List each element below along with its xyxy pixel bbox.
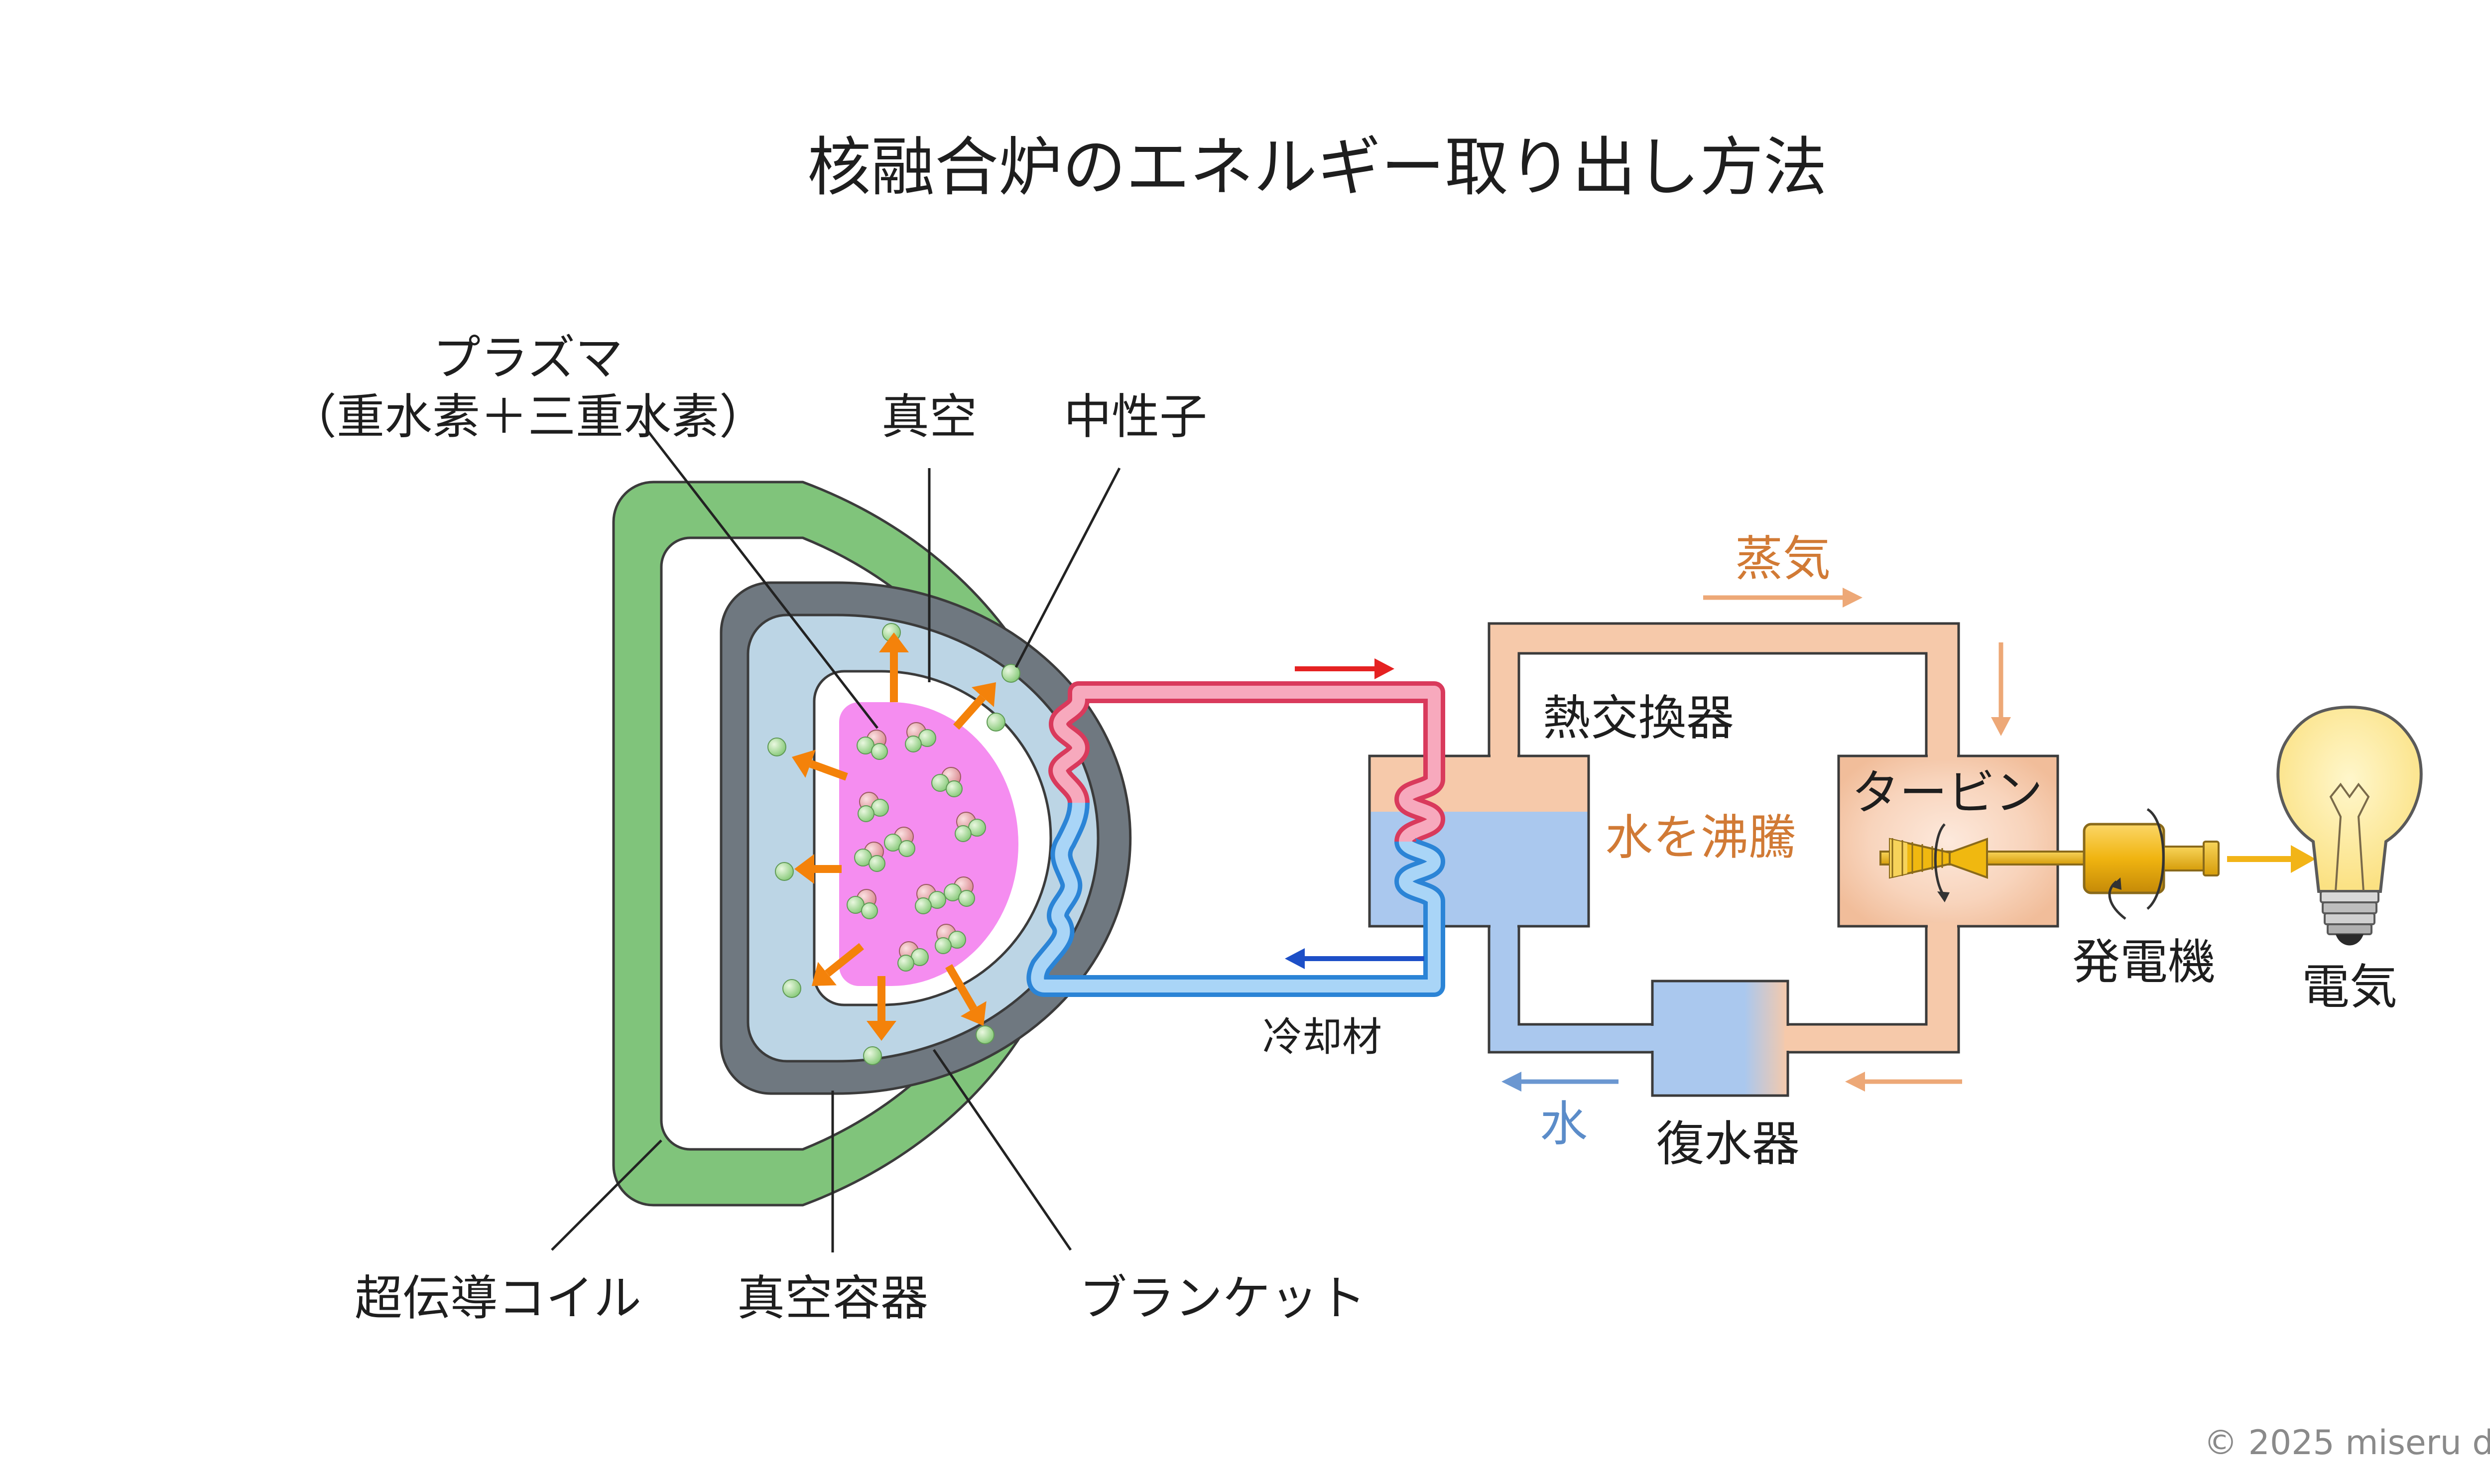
neutron — [976, 1025, 995, 1044]
leader-lines — [551, 420, 1121, 1252]
coolant-flow-arrow-left — [1285, 948, 1424, 969]
nucleus-pair — [858, 792, 889, 822]
neutron — [782, 979, 801, 998]
steam-down-arrow — [1991, 642, 2011, 736]
plasma — [839, 702, 1018, 986]
copyright: © 2025 miseru design — [2204, 1423, 2490, 1463]
plasma-nuclei — [847, 722, 986, 972]
neutron-arrow — [825, 943, 864, 977]
label-heat-exchanger: 熱交換器 — [1543, 690, 1734, 746]
neutron-arrows — [792, 632, 996, 1041]
nucleus-pair — [955, 812, 986, 842]
nucleus-pair — [915, 884, 946, 914]
nucleus-pair — [897, 941, 929, 972]
coolant-flow-arrow-right — [1295, 658, 1394, 679]
steam-flow-arrow — [1703, 588, 1863, 608]
neutron-particles — [767, 623, 1020, 1065]
neutron — [863, 1046, 882, 1065]
neutron — [1001, 664, 1020, 683]
label-steam: 蒸気 — [1735, 531, 1831, 587]
label-coil: 超伝導コイル — [355, 1270, 641, 1326]
label-turbine: タービン — [1852, 765, 2043, 821]
label-plasma-line1: プラズマ — [433, 330, 623, 386]
label-electricity: 電気 — [2302, 959, 2397, 1015]
generator-icon — [2083, 808, 2220, 920]
water-flow-arrow — [1501, 1072, 1618, 1092]
label-blanket: ブランケット — [1079, 1270, 1366, 1326]
label-generator: 発電機 — [2072, 934, 2216, 990]
nucleus-pair — [905, 722, 936, 752]
condensate-arrow — [1845, 1072, 1962, 1092]
return-pipe-water — [1488, 925, 1654, 1054]
neutron — [987, 713, 1005, 732]
reactor — [612, 481, 1132, 1207]
neutron-arrow — [953, 694, 986, 730]
label-water: 水 — [1540, 1096, 1588, 1152]
light-bulb-icon — [2276, 705, 2423, 946]
nucleus-pair — [884, 827, 915, 857]
condenser — [1651, 980, 1789, 1097]
nucleus-pair — [944, 876, 975, 907]
neutron-arrow — [809, 760, 848, 781]
turbine-housing — [1837, 754, 2059, 928]
label-vessel: 真空容器 — [737, 1270, 928, 1326]
neutron-arrow — [945, 964, 977, 1011]
label-neutron: 中性子 — [1064, 389, 1207, 445]
page-title: 核融合炉のエネルギー取り出し方法 — [807, 130, 1827, 205]
neutron — [775, 862, 794, 881]
electricity-arrow — [2227, 845, 2316, 873]
nucleus-pair — [935, 924, 966, 954]
nucleus-pair — [854, 842, 885, 872]
neutron — [767, 738, 786, 756]
return-pipe-steam — [1786, 925, 1960, 1054]
label-vacuum: 真空 — [881, 389, 977, 445]
label-plasma-line2: （重水素＋三重水素） — [289, 389, 767, 445]
label-condenser: 復水器 — [1656, 1116, 1800, 1172]
nucleus-pair — [847, 889, 878, 919]
label-coolant: 冷却材 — [1262, 1014, 1382, 1060]
label-boiling: 水を沸騰 — [1605, 810, 1796, 866]
nucleus-pair — [857, 730, 888, 760]
nucleus-pair — [931, 767, 963, 797]
